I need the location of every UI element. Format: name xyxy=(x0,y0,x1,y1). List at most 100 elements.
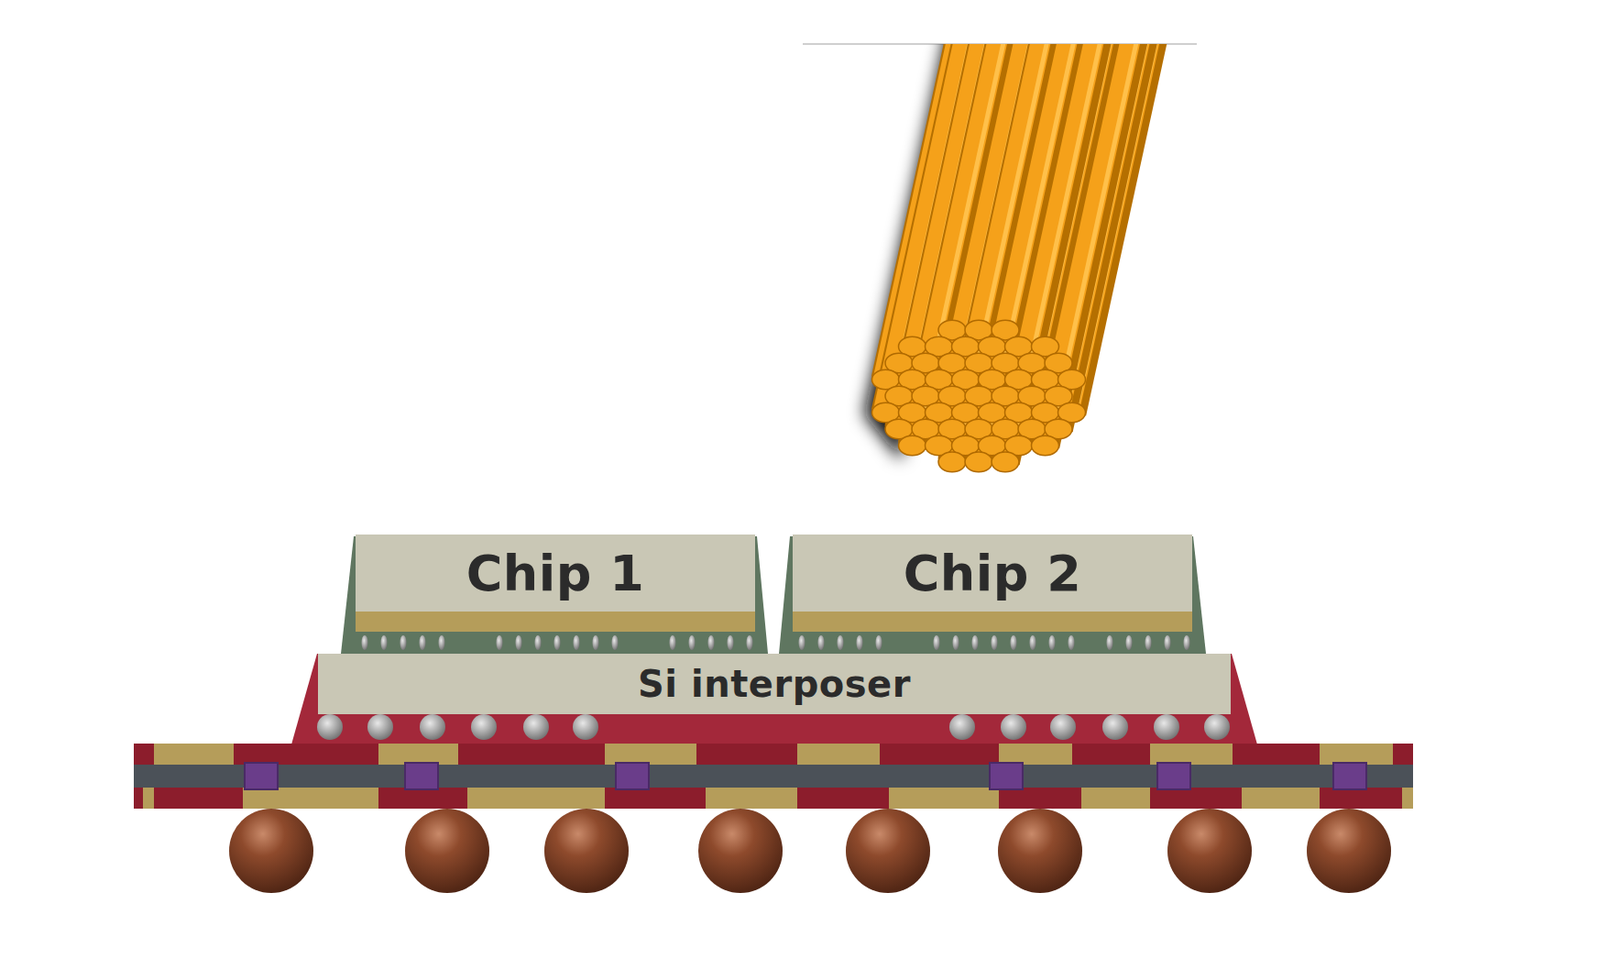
component-label: Si interposer xyxy=(637,662,911,705)
micro-bump xyxy=(1010,635,1018,650)
chip-body xyxy=(355,534,756,612)
c4-bump xyxy=(367,713,394,740)
chip-metal-layer xyxy=(355,611,756,632)
solder-ball xyxy=(544,808,629,893)
micro-bump xyxy=(708,635,715,650)
substrate-trace xyxy=(1402,787,1414,809)
bga-balls xyxy=(229,808,1392,893)
interposer-body xyxy=(317,653,1231,714)
substrate-trace xyxy=(242,787,379,809)
chip-box: Chip 1 xyxy=(355,534,756,612)
substrate-trace xyxy=(705,787,798,809)
substrate-trace xyxy=(467,787,605,809)
solder-ball xyxy=(845,808,931,893)
micro-bump xyxy=(933,635,941,650)
fiber-highlight xyxy=(1008,43,1101,462)
micro-bump xyxy=(991,635,998,650)
c4-bump xyxy=(1050,713,1076,740)
solder-ball xyxy=(405,808,490,893)
c4-bump xyxy=(1204,713,1230,740)
micro-bump xyxy=(876,635,883,650)
substrate-trace xyxy=(1241,787,1320,809)
component-label: Chip 1 xyxy=(466,544,646,603)
micro-bump xyxy=(1106,635,1114,650)
micro-bump xyxy=(361,635,369,650)
micro-bump xyxy=(837,635,844,650)
micro-bump xyxy=(746,635,754,650)
chip-metal-layer xyxy=(792,611,1193,632)
fiber-bundle xyxy=(864,43,1168,472)
micro-bump xyxy=(573,635,581,650)
micro-bump xyxy=(972,635,979,650)
micro-bump xyxy=(419,635,427,650)
fiber-end xyxy=(1031,435,1060,456)
substrate-trace xyxy=(142,787,154,809)
substrate-trace xyxy=(998,743,1073,765)
micro-bump xyxy=(689,635,696,650)
substrate-trace xyxy=(797,743,880,765)
c4-bump xyxy=(471,713,497,740)
solder-ball xyxy=(229,808,314,893)
micro-bumps xyxy=(361,635,1191,650)
solder-ball xyxy=(698,808,783,893)
c4-bump xyxy=(523,713,549,740)
substrate-trace xyxy=(1150,743,1233,765)
micro-bump xyxy=(856,635,864,650)
substrate-via xyxy=(615,762,649,790)
micro-bump xyxy=(1164,635,1172,650)
micro-bump xyxy=(1030,635,1037,650)
substrate-trace xyxy=(378,743,459,765)
micro-bump xyxy=(1145,635,1152,650)
micro-bump xyxy=(381,635,388,650)
micro-bump xyxy=(669,635,677,650)
micro-bump xyxy=(1049,635,1056,650)
fiber-end xyxy=(898,435,927,456)
component-label: Chip 2 xyxy=(903,544,1083,603)
substrate-via xyxy=(989,762,1023,790)
micro-bump xyxy=(818,635,825,650)
substrate-trace xyxy=(1081,787,1151,809)
c4-bumps xyxy=(317,713,1230,740)
micro-bump xyxy=(1126,635,1133,650)
solder-ball xyxy=(1306,808,1392,893)
c4-bump xyxy=(1102,713,1129,740)
micro-bump xyxy=(612,635,619,650)
solder-ball xyxy=(1167,808,1252,893)
micro-bump xyxy=(535,635,542,650)
c4-bump xyxy=(1153,713,1180,740)
substrate-via xyxy=(244,762,278,790)
micro-bump xyxy=(1183,635,1191,650)
micro-bump xyxy=(799,635,806,650)
c4-bump xyxy=(317,713,343,740)
c4-bump xyxy=(419,713,446,740)
solder-ball xyxy=(997,808,1083,893)
substrate-via xyxy=(1157,762,1191,790)
chip-box: Chip 2 xyxy=(792,534,1193,612)
micro-bump xyxy=(1068,635,1075,650)
chip-body xyxy=(792,534,1193,612)
micro-bump xyxy=(400,635,407,650)
fiber-end xyxy=(991,451,1020,472)
substrate-trace xyxy=(604,743,697,765)
micro-bump xyxy=(438,635,446,650)
substrate-trace xyxy=(888,787,999,809)
substrate-trace xyxy=(153,743,234,765)
micro-bump xyxy=(515,635,523,650)
substrate-via xyxy=(405,762,439,790)
fiber-end xyxy=(938,451,966,472)
substrate xyxy=(133,743,1414,809)
micro-bump xyxy=(554,635,561,650)
underfill xyxy=(291,653,1258,745)
substrate-trace xyxy=(1319,743,1393,765)
micro-bump xyxy=(953,635,960,650)
substrate-via xyxy=(1333,762,1367,790)
c4-bump xyxy=(949,713,976,740)
micro-bump xyxy=(496,635,504,650)
fiber-end xyxy=(964,451,993,472)
micro-bump xyxy=(727,635,735,650)
micro-bump xyxy=(592,635,600,650)
c4-bump xyxy=(1000,713,1027,740)
interposer-box: Si interposer xyxy=(317,653,1231,714)
c4-bump xyxy=(572,713,599,740)
